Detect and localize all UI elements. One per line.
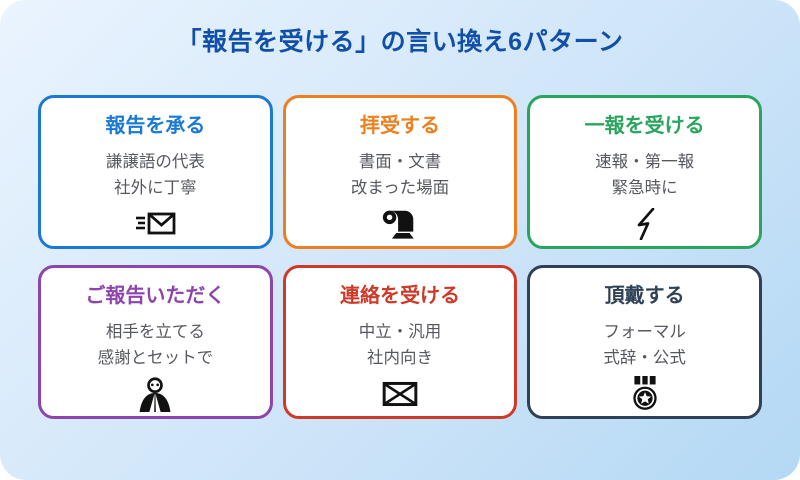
- envelope-icon: [381, 377, 419, 411]
- card-choudai-suru: 頂戴する フォーマル 式辞・公式: [527, 265, 762, 419]
- card-title: ご報告いただく: [85, 285, 226, 307]
- card-line: フォーマル: [603, 323, 686, 341]
- card-line: 社外に丁寧: [114, 179, 197, 197]
- card-title: 拝受する: [359, 115, 440, 137]
- card-haiju-suru: 拝受する 書面・文書 改まった場面: [282, 95, 518, 249]
- card-line: 社内向き: [366, 349, 433, 367]
- card-line: 緊急時に: [611, 179, 678, 197]
- card-renraku-ukeru: 連絡を受ける 中立・汎用 社内向き: [282, 265, 518, 419]
- card-title: 頂戴する: [604, 285, 685, 307]
- card-title: 連絡を受ける: [339, 285, 460, 307]
- card-line: 謙譲語の代表: [105, 153, 205, 171]
- scroll-icon: [382, 207, 418, 241]
- card-line: 速報・第一報: [595, 153, 695, 171]
- bowing-person-icon: [136, 376, 174, 412]
- card-houkoku-uketamawaru: 報告を承る 謙譲語の代表 社外に丁寧: [38, 95, 273, 249]
- card-line: 書面・文書: [358, 153, 442, 171]
- lightning-icon: [633, 207, 657, 241]
- card-ippou-ukeru: 一報を受ける 速報・第一報 緊急時に: [527, 95, 762, 249]
- card-line: 改まった場面: [350, 179, 450, 197]
- card-title: 一報を受ける: [584, 115, 705, 137]
- card-line: 相手を立てる: [105, 323, 205, 341]
- card-grid: 報告を承る 謙譲語の代表 社外に丁寧 拝受する 書面・文書 改まった場面: [38, 95, 762, 419]
- card-title: 報告を承る: [105, 115, 206, 137]
- card-gohoukoku-itadaku: ご報告いただく 相手を立てる 感謝とセットで: [38, 265, 273, 419]
- card-line: 式辞・公式: [603, 349, 686, 367]
- incoming-mail-icon: [133, 207, 177, 241]
- card-line: 感謝とセットで: [97, 349, 214, 367]
- medal-icon: [630, 376, 660, 411]
- page-title: 「報告を受ける」の言い換え6パターン: [176, 28, 624, 56]
- card-line: 中立・汎用: [358, 323, 442, 341]
